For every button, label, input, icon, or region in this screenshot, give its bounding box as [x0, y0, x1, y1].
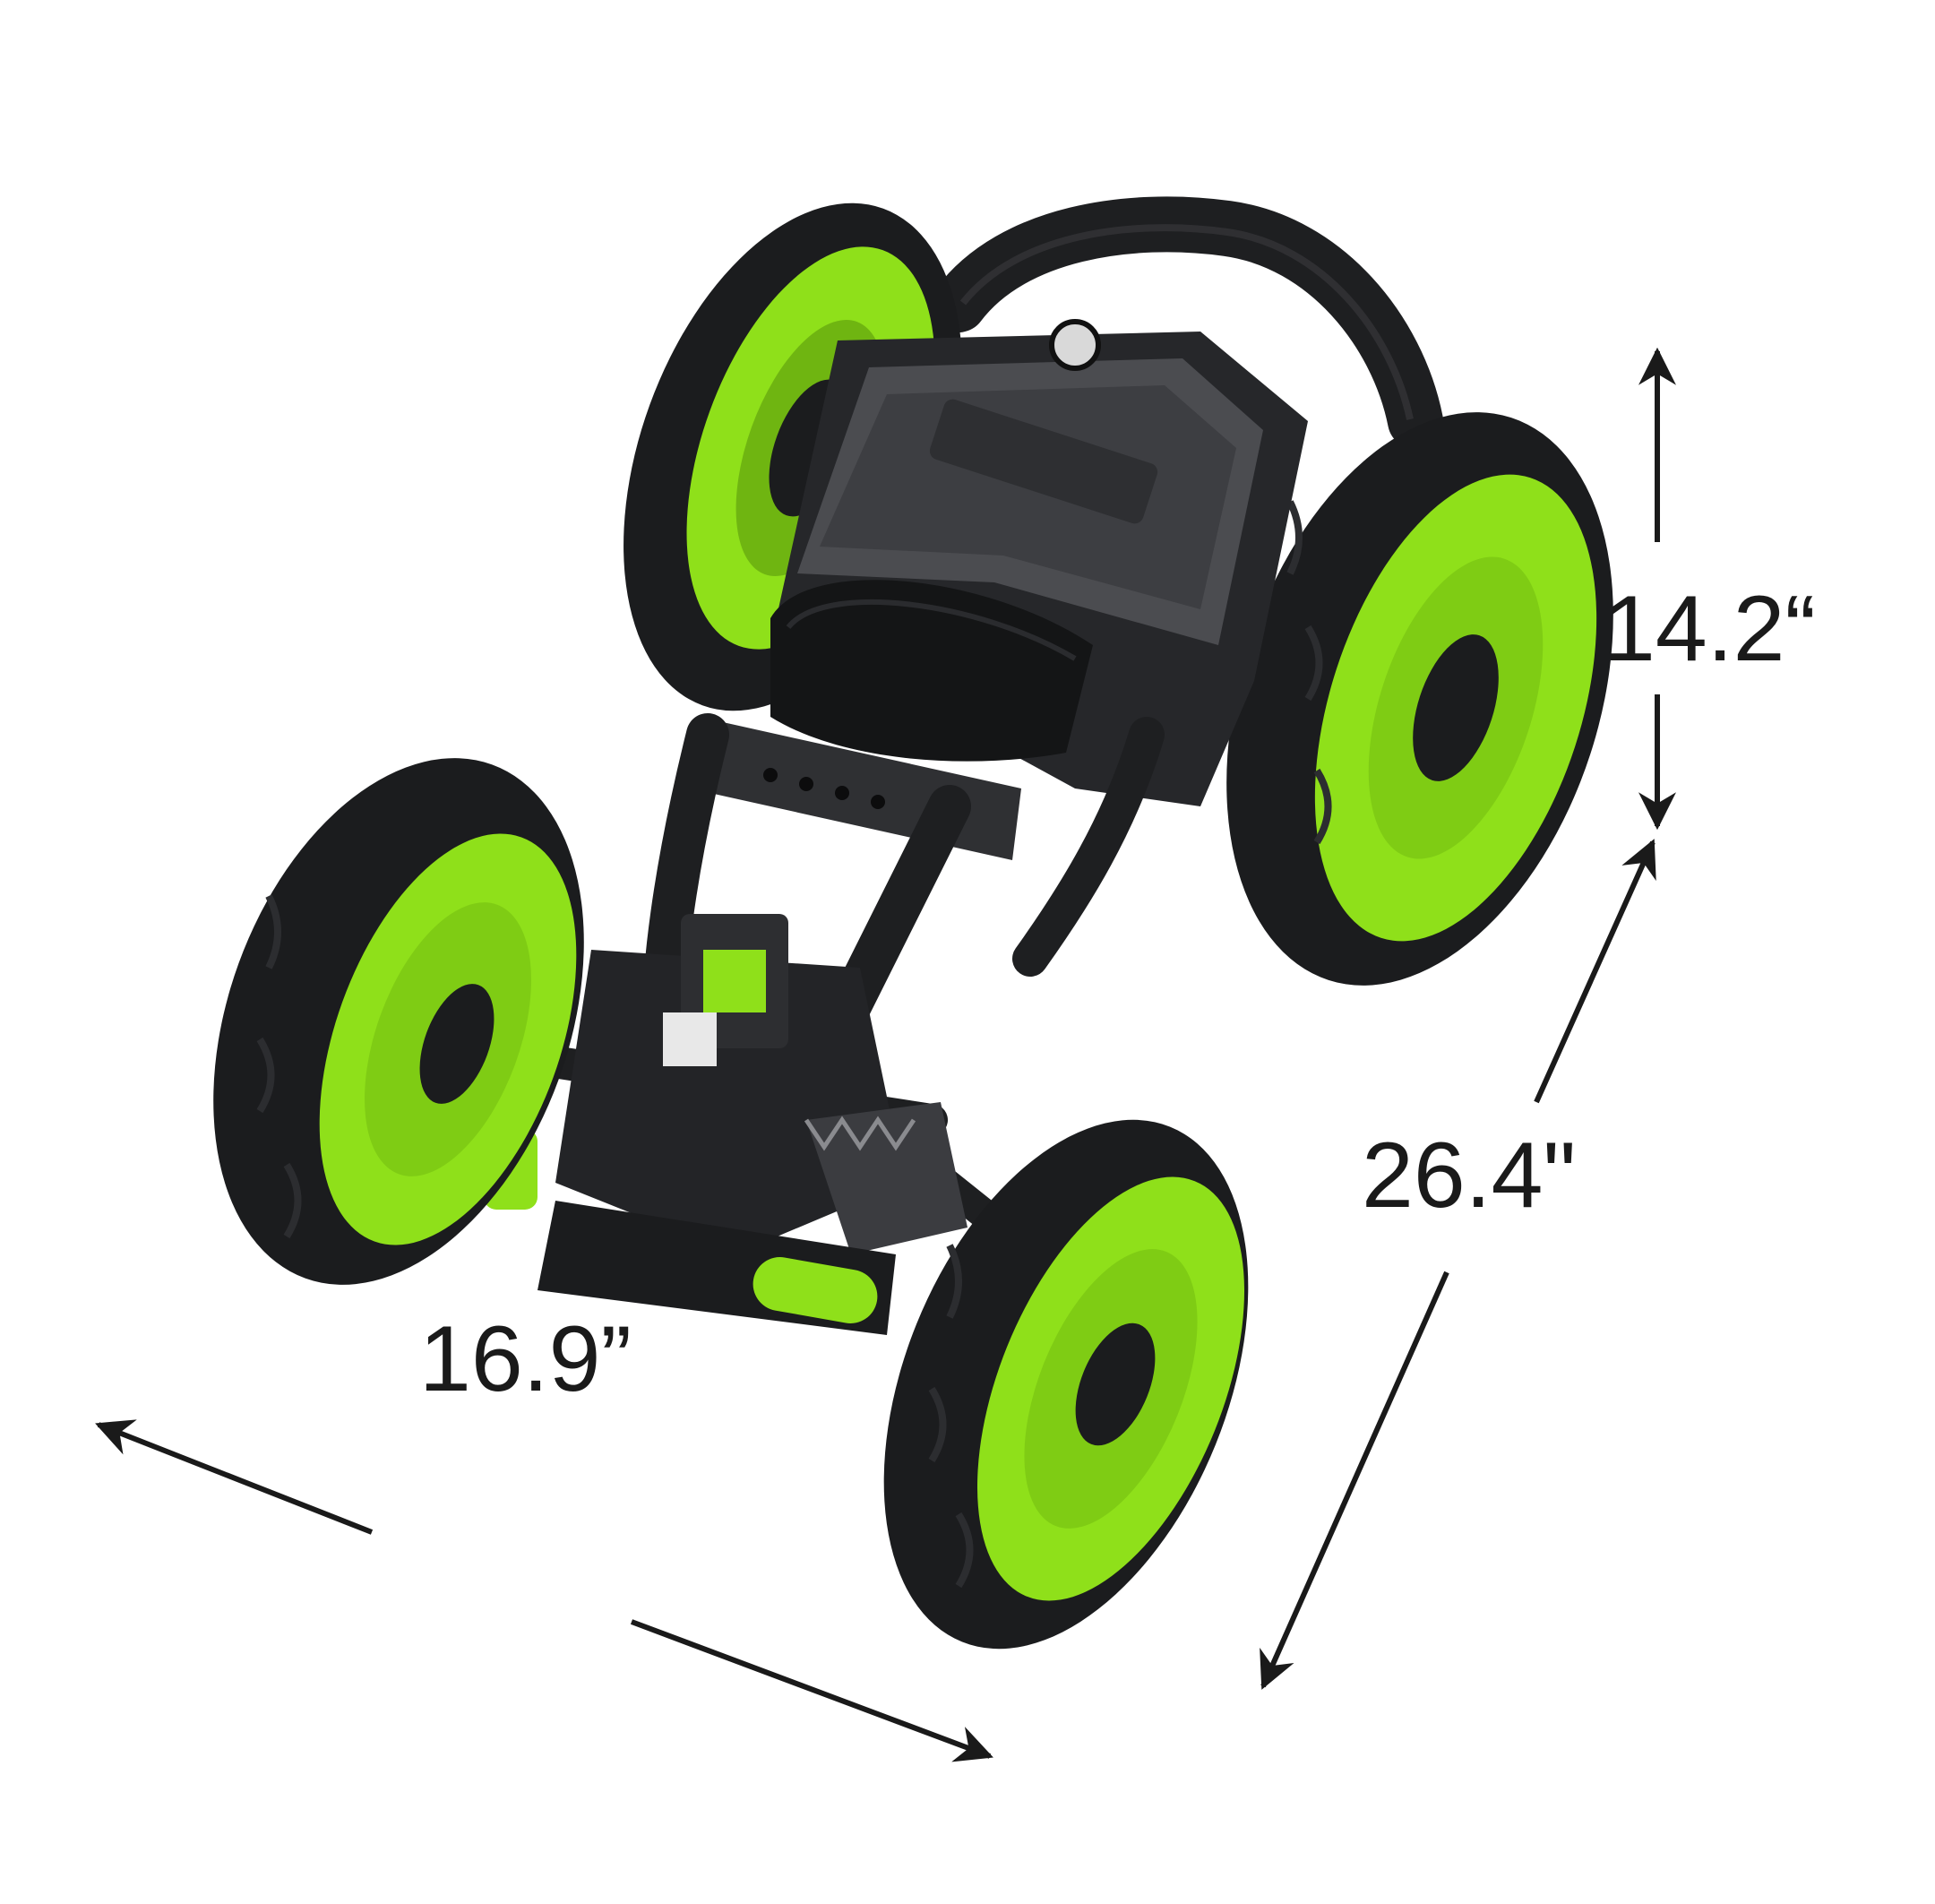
width-dimension-label: 16.9” [419, 1307, 632, 1411]
height-dimension-label: 14.2“ [1604, 577, 1817, 681]
width-arrow-right [630, 1619, 993, 1762]
width-arrow-left [95, 1419, 374, 1535]
wheel-front-left [213, 758, 584, 1285]
wheel-front-right [883, 1119, 1249, 1650]
dimension-arrows [95, 347, 1676, 1762]
wheel-rear-right [1226, 412, 1613, 986]
length-dimension-label: 26.4" [1362, 1124, 1577, 1228]
mesh-pocket [770, 580, 1093, 762]
hinge-assembly [555, 914, 968, 1254]
bag-platform [770, 319, 1308, 806]
length-arrow-top [1534, 839, 1656, 1104]
length-arrow-bottom [1260, 1271, 1449, 1690]
